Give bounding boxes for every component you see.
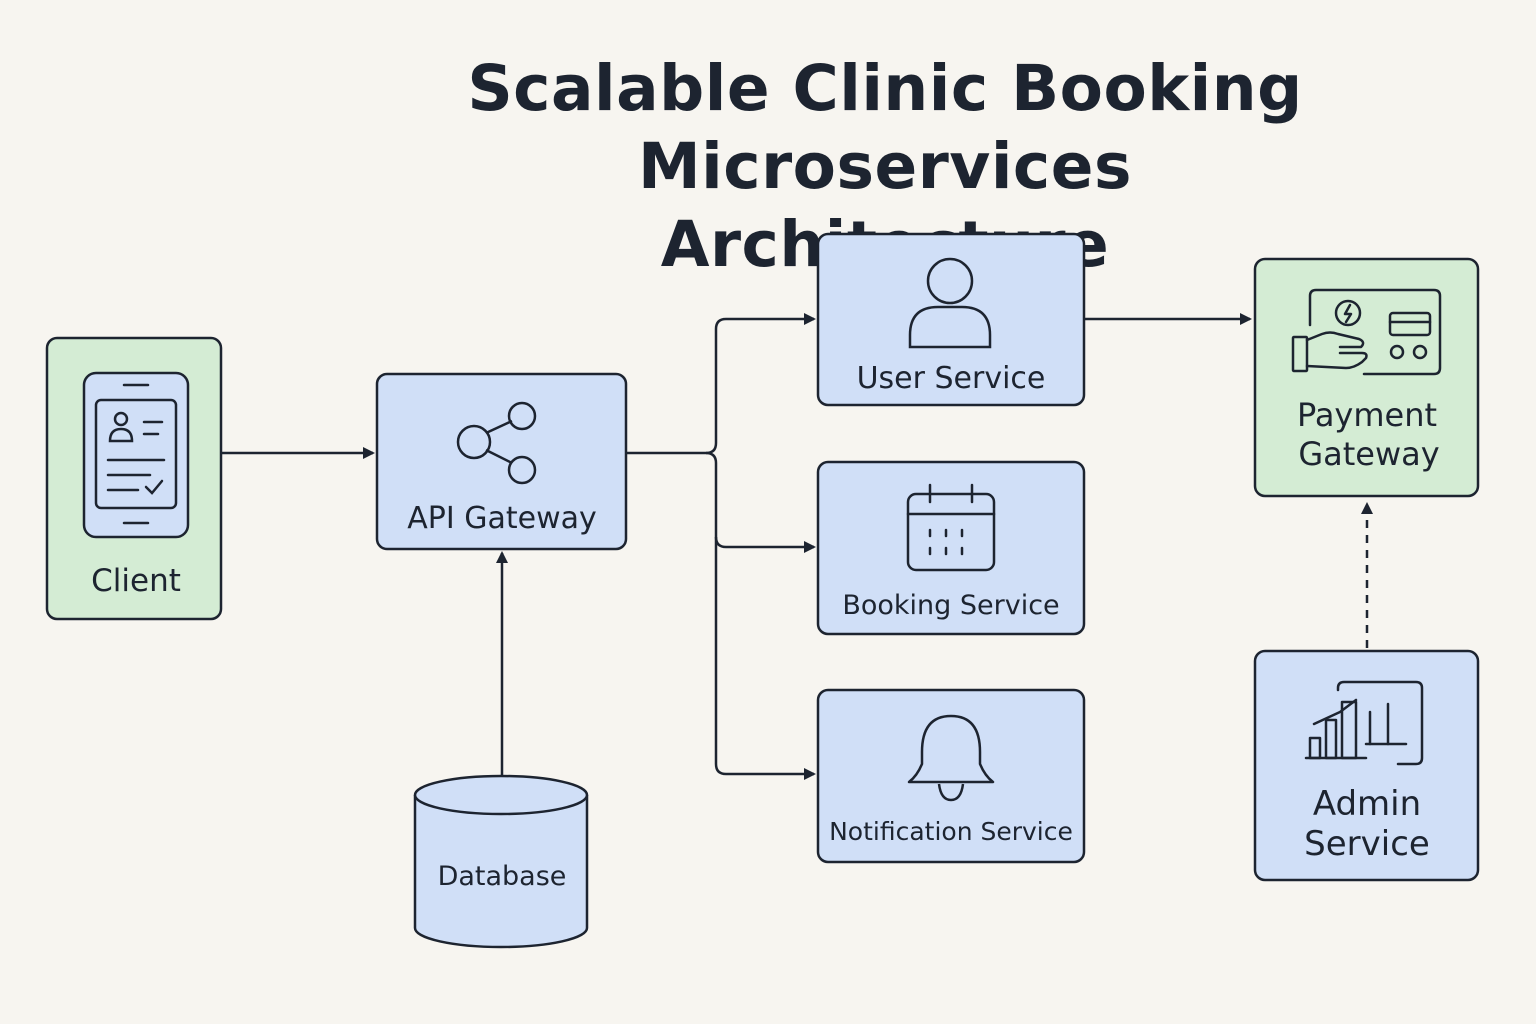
edge-api-gateway-to-user-service (626, 313, 816, 455)
node-notification-service[interactable]: Notification Service (816, 688, 1086, 864)
api-gateway-label: API Gateway (407, 501, 597, 536)
node-admin-service[interactable]: Admin Service (1253, 649, 1480, 882)
payment-gateway-label-line-2: Gateway (1298, 435, 1439, 473)
booking-service-label: Booking Service (842, 590, 1059, 621)
calendar-icon (906, 483, 996, 572)
node-client[interactable]: Client (45, 336, 223, 621)
edge-api-gateway-to-booking-service (705, 451, 816, 553)
database-label: Database (438, 861, 567, 892)
client-label: Client (91, 563, 181, 599)
bell-icon (907, 714, 995, 802)
node-api-gateway[interactable]: API Gateway (375, 372, 628, 551)
admin-service-label-line-1: Admin (1313, 784, 1421, 824)
edge-api-gateway-to-notification-service (714, 537, 816, 780)
share-nodes-icon (456, 401, 537, 485)
mobile-phone-profile-icon (82, 371, 190, 539)
node-database[interactable]: Database (413, 774, 589, 949)
card-payment-icon (1291, 288, 1442, 376)
user-service-label: User Service (857, 361, 1046, 396)
edges (221, 313, 1373, 780)
payment-gateway-label-line-1: Payment (1297, 396, 1437, 434)
title-line-1: Scalable Clinic Booking Microservices (467, 52, 1303, 203)
notification-service-label: Notification Service (829, 817, 1073, 846)
admin-service-label-line-2: Service (1304, 824, 1430, 864)
node-user-service[interactable]: User Service (816, 232, 1086, 407)
node-booking-service[interactable]: Booking Service (816, 460, 1086, 636)
node-payment-gateway[interactable]: Payment Gateway (1253, 257, 1480, 498)
bar-chart-icon (1304, 680, 1424, 766)
user-icon (908, 257, 992, 349)
